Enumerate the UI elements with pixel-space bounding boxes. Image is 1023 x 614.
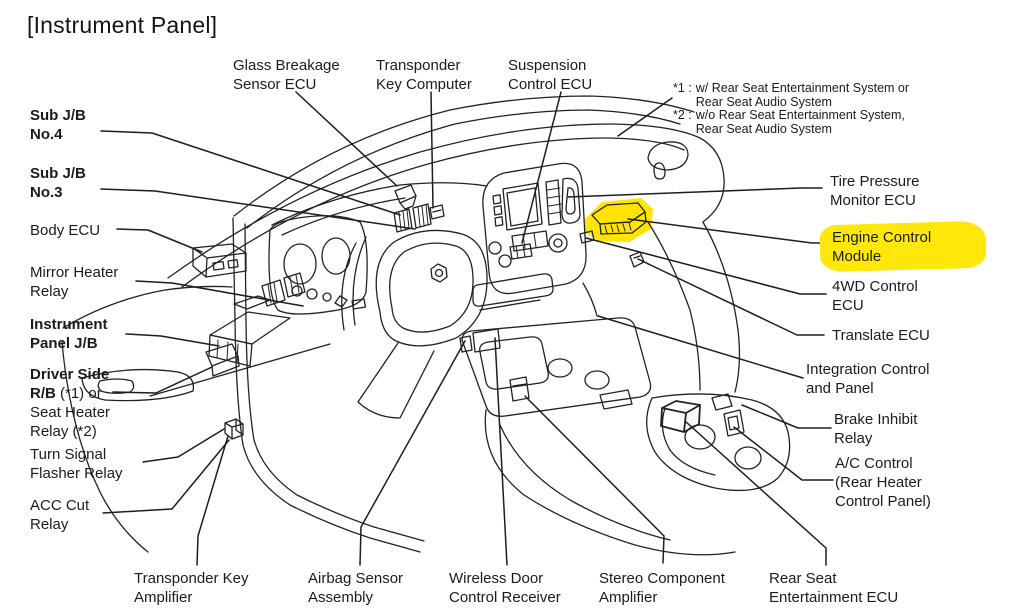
label-glass-breakage-sensor-ecu: Glass Breakage Sensor ECU xyxy=(233,57,340,93)
leader-integration-control xyxy=(597,315,804,379)
car-line-art xyxy=(61,95,791,556)
leader-driver-side-rb xyxy=(112,366,213,394)
footnotes: *1 : w/ Rear Seat Entertainment System o… xyxy=(673,81,910,136)
label-mirror-heater-relay: Mirror Heater Relay xyxy=(30,264,119,300)
footnote-1-text: w/ Rear Seat Entertainment System or Rea… xyxy=(695,81,910,109)
label-driver-side-rb-rest: (*1) or Seat Heater Relay (*2) xyxy=(30,385,111,440)
label-brake-inhibit-relay: Brake Inhibit Relay xyxy=(834,411,918,447)
leader-sub-jb-3 xyxy=(100,188,416,230)
leader-glass-breakage xyxy=(295,91,398,187)
leader-tire-pressure xyxy=(567,187,823,198)
leader-airbag-sensor xyxy=(359,340,466,566)
label-driver-side-rb-bold: Driver Side R/B xyxy=(30,366,110,402)
footnote-2-marker: *2 : xyxy=(673,108,692,122)
leader-suspension-control xyxy=(521,91,562,244)
label-wireless-door-control-receiver: Wireless Door Control Receiver xyxy=(449,570,561,606)
leader-notes xyxy=(617,97,673,137)
leader-transponder-key-computer xyxy=(430,91,434,209)
label-sub-jb-no3: Sub J/B No.3 xyxy=(30,165,86,201)
label-translate-ecu: Translate ECU xyxy=(832,327,930,344)
footnote-2: *2 : w/o Rear Seat Entertainment System,… xyxy=(673,108,909,136)
leader-turn-signal xyxy=(142,428,225,463)
footnote-1-marker: *1 : xyxy=(673,81,692,95)
leader-translate-ecu xyxy=(637,258,825,336)
leader-acc-cut xyxy=(102,439,230,514)
diagram-title: [Instrument Panel] xyxy=(27,12,218,38)
label-stereo-component-amplifier: Stereo Component Amplifier xyxy=(599,570,725,606)
label-sub-jb-no4: Sub J/B No.4 xyxy=(30,107,86,143)
leader-mirror-heater xyxy=(135,280,304,307)
label-integration-control-and-panel: Integration Control and Panel xyxy=(806,361,930,397)
leader-4wd-control xyxy=(585,237,827,295)
footnote-2-text: w/o Rear Seat Entertainment System, Rear… xyxy=(695,108,905,136)
leader-instrument-panel-jb xyxy=(125,333,220,347)
label-suspension-control-ecu: Suspension Control ECU xyxy=(508,57,593,93)
label-body-ecu: Body ECU xyxy=(30,222,101,239)
label-transponder-key-computer: Transponder Key Computer xyxy=(376,57,472,93)
footnote-1: *1 : w/ Rear Seat Entertainment System o… xyxy=(673,81,910,109)
label-turn-signal-flasher-relay: Turn Signal Flasher Relay xyxy=(30,446,123,482)
leader-rear-seat-ecu xyxy=(684,420,827,566)
label-instrument-panel-jb: Instrument Panel J/B xyxy=(30,316,108,352)
label-driver-side-rb: Driver Side R/B (*1) or Seat Heater Rela… xyxy=(30,365,110,441)
label-4wd-control-ecu: 4WD Control ECU xyxy=(832,278,918,314)
leader-body-ecu xyxy=(116,228,203,253)
label-transponder-key-amplifier: Transponder Key Amplifier xyxy=(134,570,249,606)
label-airbag-sensor-assembly: Airbag Sensor Assembly xyxy=(308,570,404,606)
label-rear-seat-entertainment-ecu: Rear Seat Entertainment ECU xyxy=(769,570,899,606)
leader-lines xyxy=(100,91,834,566)
leader-wireless-door xyxy=(494,337,508,566)
leader-sub-jb-4 xyxy=(100,130,401,216)
label-engine-control-module-text: Engine Control Module xyxy=(832,229,932,265)
leader-brake-inhibit xyxy=(741,404,832,429)
leader-transponder-amplifier xyxy=(196,435,229,566)
label-engine-control-module: Engine Control Module xyxy=(819,220,987,273)
label-tire-pressure-monitor-ecu: Tire Pressure Monitor ECU xyxy=(830,173,920,209)
leader-stereo-amplifier xyxy=(524,395,665,564)
leader-ac-control xyxy=(733,426,834,481)
label-ac-control-rear-heater: A/C Control (Rear Heater Control Panel) xyxy=(835,455,931,510)
label-acc-cut-relay: ACC Cut Relay xyxy=(30,497,90,533)
